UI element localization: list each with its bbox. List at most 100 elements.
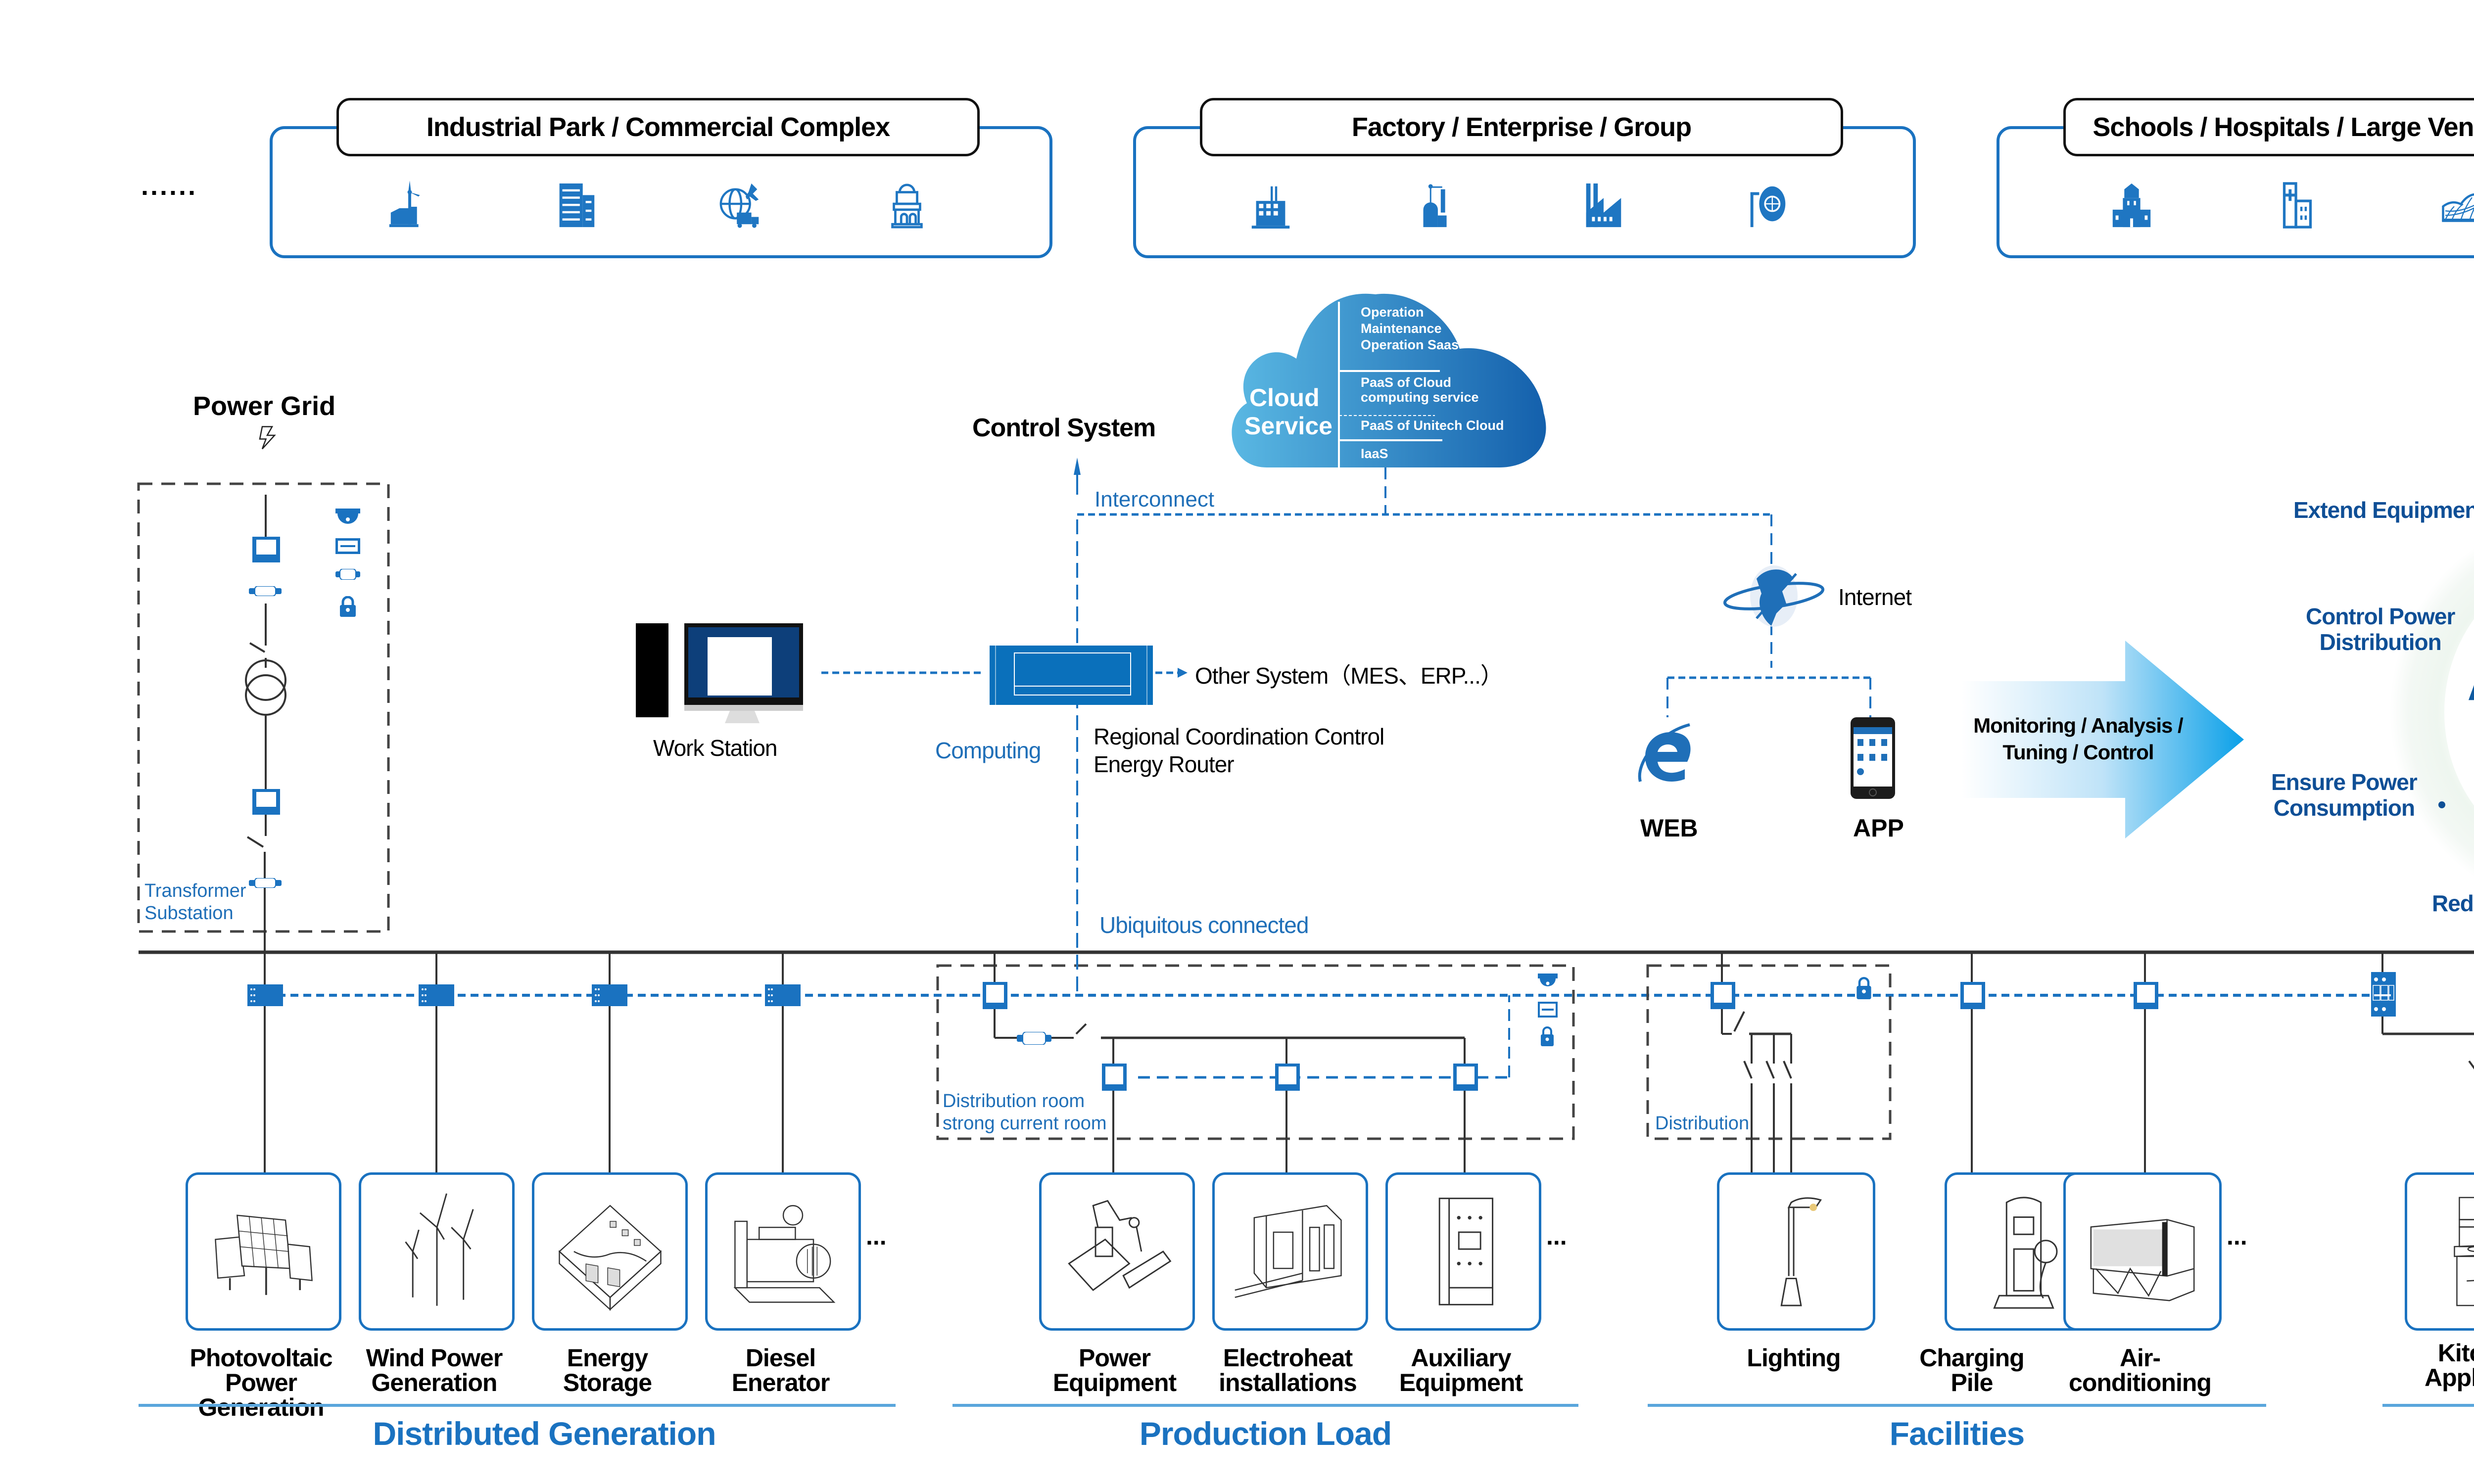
industrial-plant-icon (1586, 183, 1621, 228)
power-meter-icon (252, 537, 280, 562)
effect-reduce-management-cost: Reduce Management Cost (2432, 890, 2474, 916)
palace-building-icon (891, 184, 923, 229)
cloud-service-shape (1232, 293, 1546, 467)
equipment-card-energy-storage[interactable] (532, 1172, 688, 1331)
equipment-card-lighting[interactable] (1717, 1172, 1875, 1331)
security-camera-icon (335, 509, 360, 524)
cloud-title-line1: Cloud (1249, 384, 1320, 412)
router-label-line1: Regional Coordination Control (1094, 724, 1384, 749)
equipment-card-electroheat[interactable] (1212, 1172, 1368, 1331)
diesel-generator-icon (733, 1205, 835, 1303)
collector-terminal-icon (765, 984, 801, 1006)
collector-terminal-icon (247, 984, 283, 1006)
equipment-card-photovoltaic[interactable] (186, 1172, 341, 1331)
equipment-card-diesel[interactable] (705, 1172, 861, 1331)
group-divider (952, 1404, 1578, 1407)
ellipsis-left: ...... (141, 171, 198, 201)
web-label: WEB (1640, 814, 1698, 842)
kitchen-stove-icon (2454, 1197, 2474, 1306)
current-sensor-icon (335, 569, 360, 580)
arrow-text: Monitoring / Analysis / Tuning / Control (1973, 714, 2183, 764)
energy-router-device-icon (990, 646, 1153, 705)
equipment-card-auxiliary[interactable] (1385, 1172, 1541, 1331)
internet-label: Internet (1838, 584, 1912, 610)
boiler-turbine-icon (1750, 186, 1785, 228)
group-title-production-load: Production Load (1139, 1415, 1392, 1452)
internet-globe-icon (1723, 565, 1825, 627)
group-title-household-appliances: Household Appliances (2382, 1415, 2474, 1452)
substation-label-line1: Transformer (144, 881, 246, 901)
global-logistics-icon (719, 183, 759, 228)
stadium-icon (2441, 193, 2474, 222)
equipment-card-kitchen[interactable] (2405, 1172, 2474, 1331)
distribution-room-label-line1: Distribution room (943, 1091, 1085, 1112)
computing-label: Computing (935, 738, 1041, 763)
web-browser-icon (1638, 723, 1691, 782)
cloud-title-line2: Service (1244, 412, 1332, 440)
distribution-label: Distribution (1655, 1113, 1750, 1134)
process-arrow (1962, 641, 2244, 838)
patrol-point-icon (335, 538, 360, 554)
facilities-more: ... (2227, 1222, 2247, 1250)
router-label-line2: Energy Router (1094, 751, 1235, 777)
cloud-layer-saas: Operation Maintenance Operation Saas (1361, 305, 1459, 352)
current-sensor-icon (249, 586, 282, 596)
group-title-distributed-generation: Distributed Generation (373, 1415, 716, 1452)
collector-terminal-icon (592, 984, 627, 1006)
power-meter-icon (1453, 1064, 1478, 1091)
group-title-facilities: Facilities (1889, 1415, 2025, 1452)
wind-turbine-icon (404, 1193, 474, 1306)
equipment-card-air-conditioning[interactable] (2063, 1172, 2222, 1331)
substation-box (137, 482, 390, 933)
other-system-label: Other System（MES、ERP...） (1195, 663, 1503, 689)
label-lighting: Lighting (1747, 1344, 1841, 1372)
factory-building-icon (1251, 186, 1289, 229)
group-divider (2382, 1404, 2474, 1407)
substation-label-line2: Substation (144, 903, 234, 924)
solar-panel-icon (214, 1214, 313, 1295)
power-meter-icon (1960, 982, 1985, 1009)
equipment-card-power-equipment[interactable] (1039, 1172, 1195, 1331)
ubiquitous-label: Ubiquitous connected (1099, 912, 1309, 938)
effect-ring (2390, 547, 2474, 878)
lock-icon (1541, 1026, 1554, 1046)
patrol-point-icon (1538, 1002, 1558, 1018)
current-sensor-icon (249, 878, 282, 888)
group-divider (1648, 1404, 2266, 1407)
production-more: ... (1546, 1222, 1567, 1250)
workstation-label: Work Station (653, 735, 777, 761)
wind-factory-icon (389, 181, 420, 228)
cloud-layer-iaas: IaaS (1361, 446, 1388, 461)
hospital-icon (2283, 182, 2312, 229)
charging-pile-icon (1993, 1197, 2058, 1309)
equipment-card-wind[interactable] (359, 1172, 515, 1331)
label-kitchen: KitchenAppliance (2425, 1339, 2474, 1391)
mobile-app-icon (1851, 717, 1895, 799)
lightning-bolt-icon (259, 426, 276, 450)
collector-terminal-icon (419, 984, 454, 1006)
label-air-conditioning: Air-conditioning (2069, 1344, 2212, 1396)
control-cabinet-icon (1438, 1198, 1493, 1305)
street-lamp-icon (1780, 1197, 1822, 1306)
school-icon (2112, 183, 2150, 228)
cloud-layer-paas-unitech: PaaS of Unitech Cloud (1361, 418, 1504, 433)
scenario-title-industrial: Industrial Park / Commercial Complex (336, 98, 980, 156)
circuit-breaker-icon (2371, 972, 2396, 1017)
cloud-layer-paas-cloud: PaaS of Cloud computing service (1361, 375, 1479, 405)
lock-icon (1856, 977, 1871, 999)
distribution-box (1646, 964, 1892, 1140)
transformer-coil-upper (245, 659, 286, 701)
distribution-room-label-line2: strong current room (943, 1113, 1107, 1134)
interconnect-label: Interconnect (1094, 487, 1215, 511)
security-camera-icon (1538, 974, 1558, 986)
scenario-title-factory: Factory / Enterprise / Group (1200, 98, 1843, 156)
